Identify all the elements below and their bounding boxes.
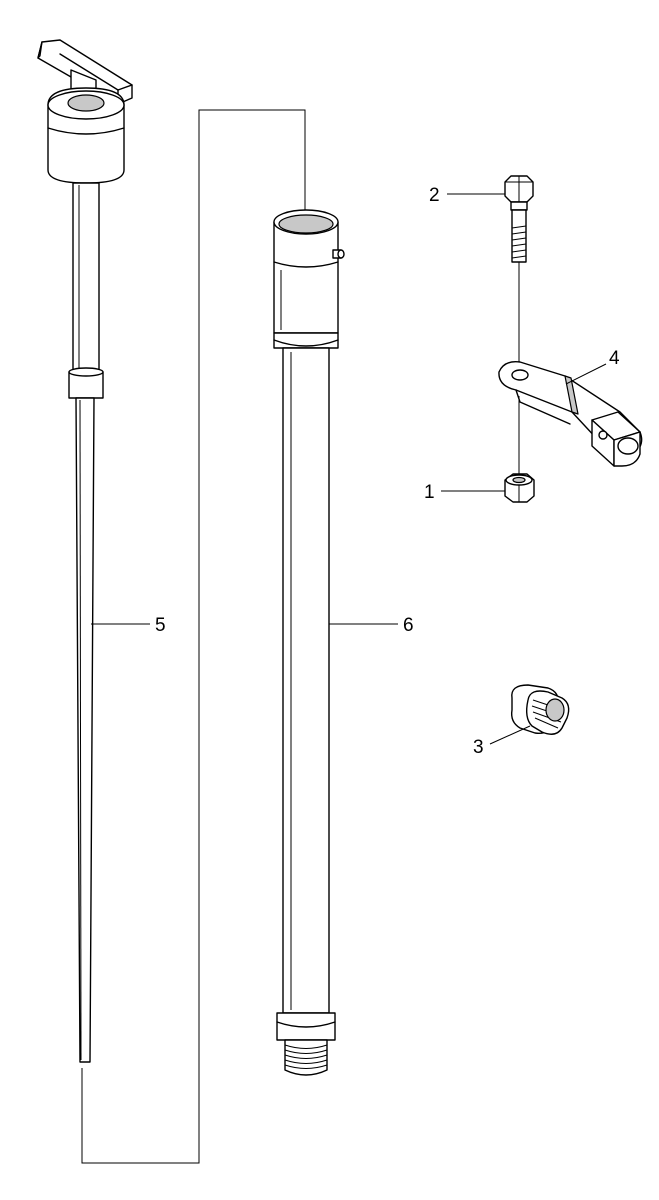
callout-1: 1 <box>424 482 435 503</box>
callout-4: 4 <box>609 348 620 369</box>
leader-line-4 <box>565 363 607 385</box>
callout-5: 5 <box>155 615 166 636</box>
callout-6: 6 <box>403 615 414 636</box>
callout-3: 3 <box>473 737 484 758</box>
part-5-dipstick <box>37 39 133 1063</box>
part-6-guide-tube <box>273 209 345 1076</box>
assembly-bracket-line <box>81 109 306 1164</box>
part-4-clamp-bracket <box>498 361 643 467</box>
part-3-drain-plug <box>510 684 570 735</box>
part-1-nut <box>504 473 535 503</box>
leader-line-3 <box>489 725 531 745</box>
callout-2: 2 <box>429 185 440 206</box>
part-2-bolt <box>504 175 534 263</box>
